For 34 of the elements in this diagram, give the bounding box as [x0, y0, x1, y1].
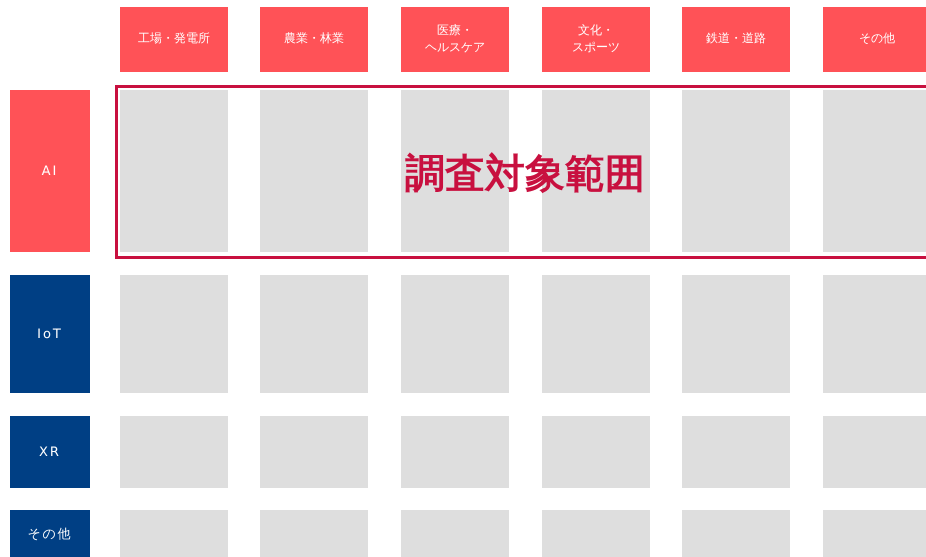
grid-cell	[120, 510, 228, 557]
grid-cell	[682, 510, 790, 557]
grid-cell	[120, 416, 228, 488]
grid-cell	[542, 510, 650, 557]
scope-frame	[115, 85, 926, 259]
grid-cell	[260, 90, 368, 252]
column-header: 医療・ヘルスケア	[401, 7, 509, 72]
grid-cell	[823, 90, 926, 252]
grid-cell	[401, 275, 509, 393]
column-header: その他	[823, 7, 926, 72]
grid-cell	[401, 416, 509, 488]
grid-cell	[260, 510, 368, 557]
column-header: 工場・発電所	[120, 7, 228, 72]
grid-cell	[823, 275, 926, 393]
column-header: 鉄道・道路	[682, 7, 790, 72]
row-header: XR	[10, 416, 90, 488]
grid-cell	[120, 275, 228, 393]
grid-cell	[682, 275, 790, 393]
column-header: 農業・林業	[260, 7, 368, 72]
row-header: その他	[10, 510, 90, 557]
grid-cell	[823, 510, 926, 557]
grid-cell	[682, 416, 790, 488]
grid-cell	[682, 90, 790, 252]
grid-cell	[542, 416, 650, 488]
grid-cell	[542, 275, 650, 393]
grid-cell	[260, 275, 368, 393]
row-header: AI	[10, 90, 90, 252]
row-header: IoT	[10, 275, 90, 393]
grid-cell	[823, 416, 926, 488]
scope-label: 調査対象範囲	[404, 150, 646, 199]
column-header: 文化・スポーツ	[542, 7, 650, 72]
grid-cell	[401, 510, 509, 557]
grid-cell	[260, 416, 368, 488]
grid-cell	[120, 90, 228, 252]
